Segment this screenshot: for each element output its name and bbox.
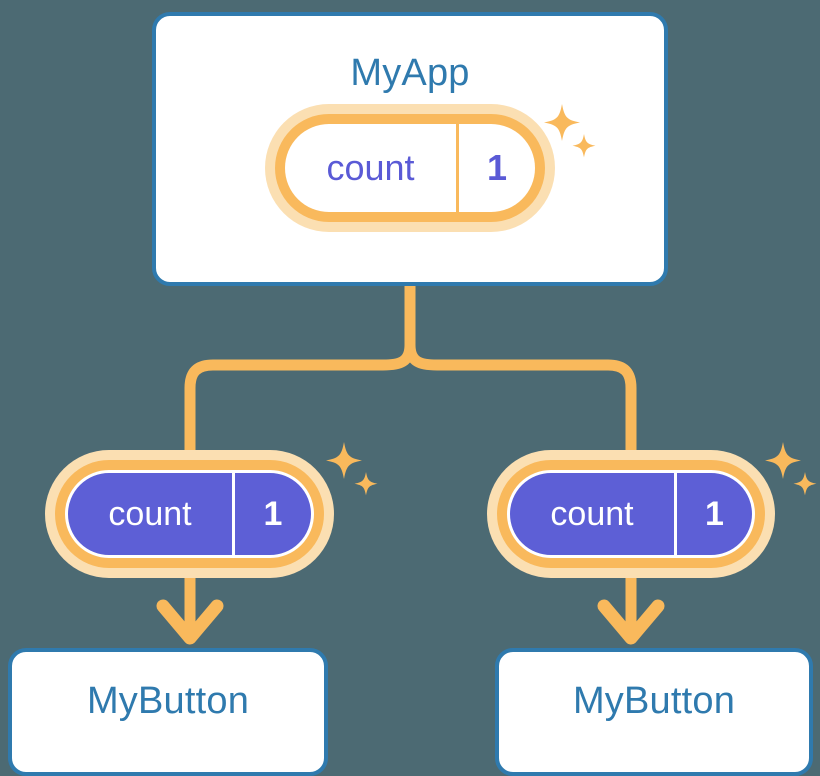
sparkle-star-small-icon bbox=[354, 472, 378, 496]
arrow-head-left-icon bbox=[156, 599, 224, 645]
state-pill-body: count 1 bbox=[65, 470, 314, 558]
state-value-label: 1 bbox=[456, 124, 535, 212]
component-title-myapp: MyApp bbox=[350, 52, 470, 94]
state-key-label: count bbox=[550, 494, 634, 533]
component-card-mybutton-left[interactable]: MyButton bbox=[8, 648, 328, 776]
state-pill-body: count 1 bbox=[507, 470, 755, 558]
state-pill-body: count 1 bbox=[285, 124, 535, 212]
state-value-label: 1 bbox=[674, 473, 752, 555]
arrow-head-right-icon bbox=[597, 599, 665, 645]
component-title-mybutton-left: MyButton bbox=[86, 680, 250, 722]
state-key-label: count bbox=[326, 147, 415, 188]
state-pill-mybutton-left[interactable]: count 1 bbox=[45, 450, 334, 578]
state-pill-mybutton-right[interactable]: count 1 bbox=[487, 450, 775, 578]
component-title-mybutton-right: MyButton bbox=[572, 680, 736, 722]
state-key-label: count bbox=[108, 494, 192, 533]
component-card-mybutton-right[interactable]: MyButton bbox=[495, 648, 813, 776]
sparkle-star-small-icon bbox=[793, 472, 817, 496]
state-value-label: 1 bbox=[232, 473, 311, 555]
state-pill-myapp[interactable]: count 1 bbox=[265, 104, 555, 232]
